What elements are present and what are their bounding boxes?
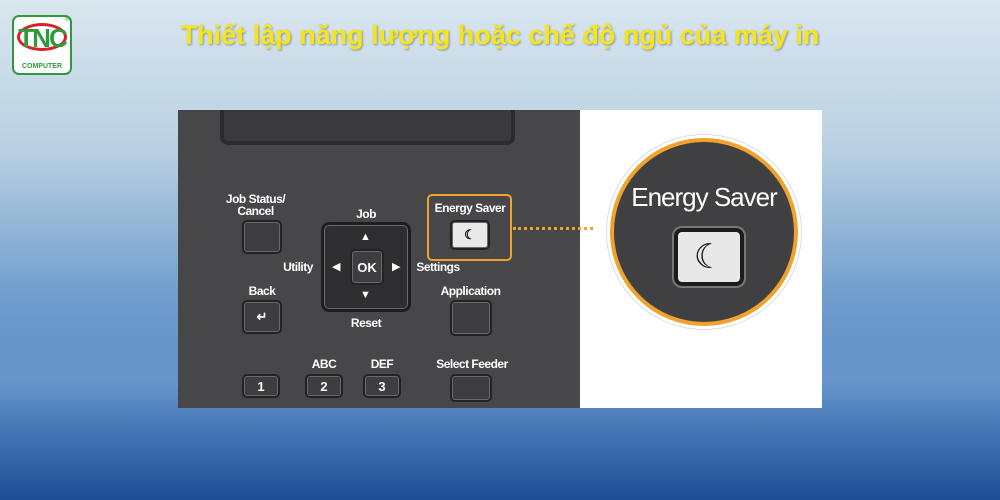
back-button[interactable]: ↵: [242, 300, 282, 334]
callout-line: [513, 227, 593, 230]
energy-saver-label: Energy Saver: [434, 201, 506, 215]
logo-brand: TNC: [18, 23, 67, 53]
job-status-label: Job Status/ Cancel: [225, 192, 286, 218]
energy-saver-button[interactable]: ☾: [450, 220, 490, 250]
back-label: Back: [248, 284, 276, 298]
reset-label: Reset: [350, 316, 382, 330]
key-3-button[interactable]: 3: [363, 374, 401, 398]
settings-label: Settings: [416, 260, 460, 274]
logo-registered: ®: [64, 17, 69, 23]
logo-ring: [17, 23, 67, 51]
key-2-button[interactable]: 2: [305, 374, 343, 398]
job-label: Job: [356, 207, 376, 221]
moon-icon: ☾: [693, 238, 725, 276]
up-arrow-icon[interactable]: ▲: [360, 231, 371, 243]
tnc-logo: TNC ® COMPUTER: [12, 15, 72, 75]
key-3-letters: DEF: [370, 357, 394, 371]
printer-panel-photo: Job Status/ Cancel Job ▲ ▼ ◀ ▶ OK Utilit…: [178, 110, 822, 408]
utility-label: Utility: [283, 260, 313, 274]
logo-sub: COMPUTER: [21, 63, 63, 70]
page-title: Thiết lập năng lượng hoặc chế độ ngủ của…: [180, 20, 820, 50]
dpad: ▲ ▼ ◀ ▶ OK: [321, 222, 411, 312]
right-arrow-icon[interactable]: ▶: [392, 261, 401, 273]
job-status-cancel-button[interactable]: [242, 220, 282, 254]
application-label: Application: [440, 284, 501, 298]
left-arrow-icon[interactable]: ◀: [332, 261, 341, 273]
application-button[interactable]: [450, 300, 492, 336]
back-icon: ↵: [256, 309, 268, 324]
lcd-screen: [220, 110, 515, 145]
energy-saver-highlight: [427, 194, 512, 261]
zoom-label: Energy Saver: [631, 182, 778, 212]
select-feeder-button[interactable]: [450, 374, 492, 402]
energy-saver-zoom: Energy Saver ☾: [610, 138, 798, 326]
ok-button[interactable]: OK: [350, 249, 384, 285]
select-feeder-label: Select Feeder: [436, 357, 508, 371]
key-2-letters: ABC: [311, 357, 337, 371]
zoom-energy-saver-button: ☾: [674, 228, 744, 286]
moon-icon: ☾: [464, 227, 476, 242]
control-panel: Job Status/ Cancel Job ▲ ▼ ◀ ▶ OK Utilit…: [178, 110, 580, 408]
down-arrow-icon[interactable]: ▼: [360, 289, 371, 301]
key-1-button[interactable]: 1: [242, 374, 280, 398]
